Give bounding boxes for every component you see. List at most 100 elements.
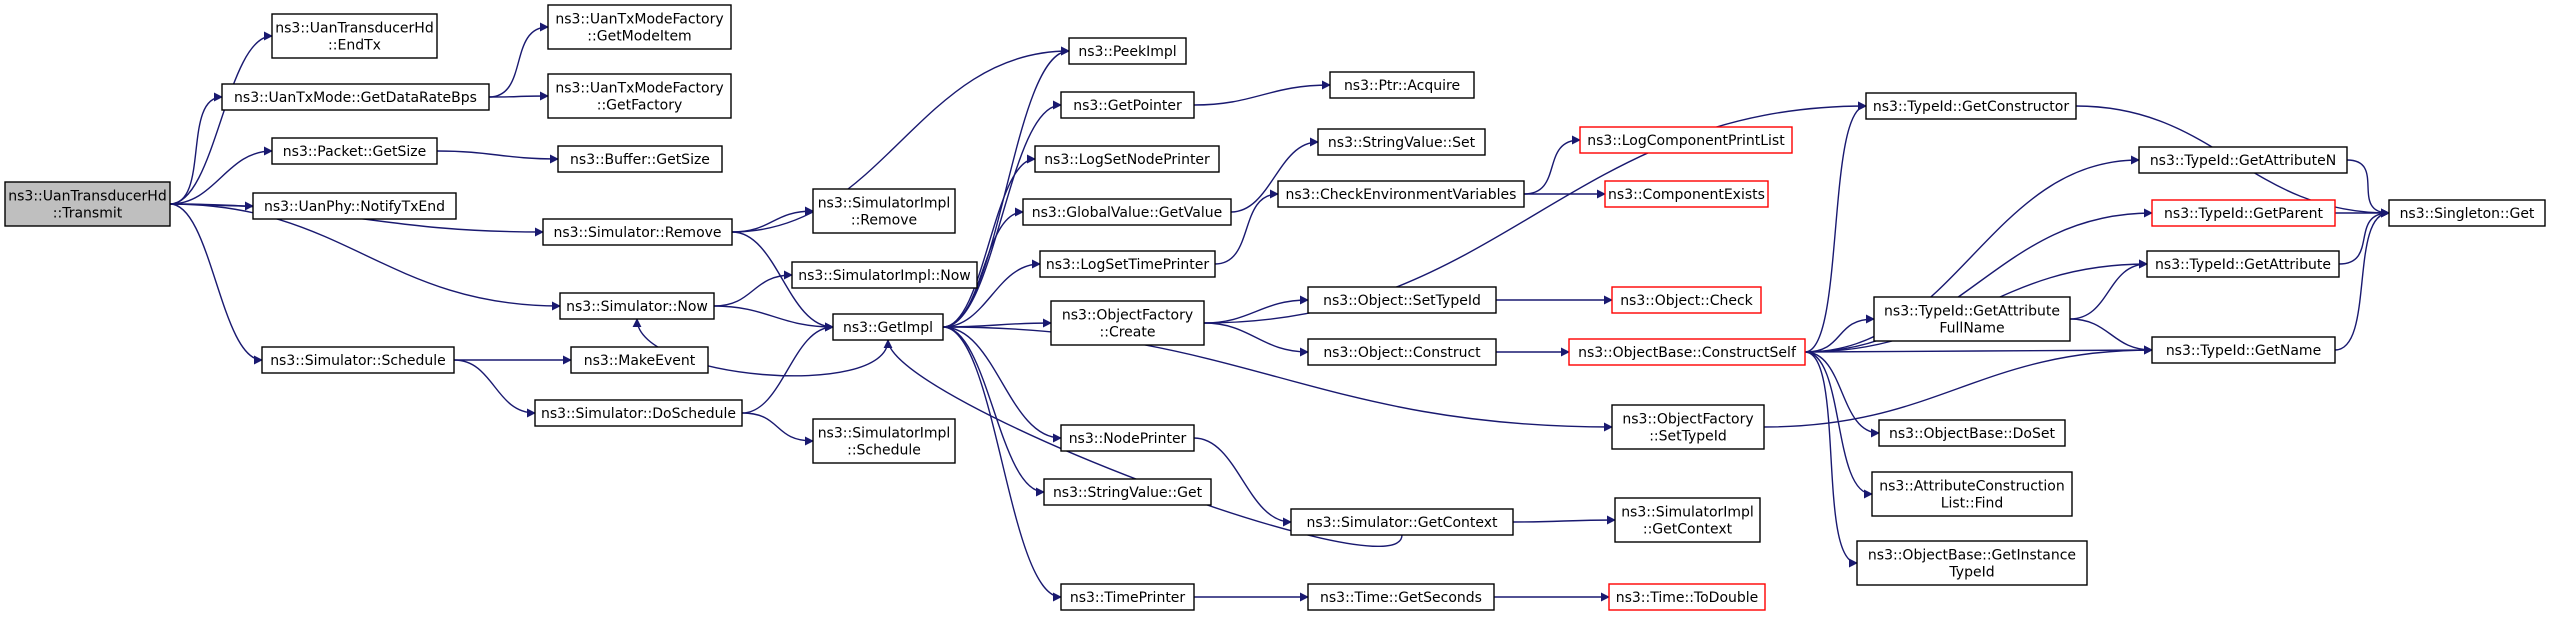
node-doset[interactable]: ns3::ObjectBase::DoSet (1878, 419, 2066, 447)
node-simremove[interactable]: ns3::Simulator::Remove (542, 218, 733, 246)
node-box (1060, 583, 1195, 611)
node-implschedule[interactable]: ns3::SimulatorImpl::Schedule (812, 418, 956, 464)
edge-objfactcreate-to-objsettypeid (1203, 295, 1309, 324)
node-implremove[interactable]: ns3::SimulatorImpl::Remove (812, 188, 956, 234)
edge (713, 270, 793, 307)
edge (1763, 345, 2153, 428)
node-getdatarate[interactable]: ns3::UanTxMode::GetDataRateBps (221, 83, 490, 111)
edge (1203, 322, 1309, 357)
node-box (1608, 583, 1766, 611)
node-box (791, 261, 978, 289)
node-label: ns3::ObjectBase::DoSet (1889, 426, 2055, 442)
edge (1804, 351, 1873, 499)
node-implgetcontext[interactable]: ns3::SimulatorImpl::GetContext (1614, 497, 1761, 543)
node-logsettimeprinter[interactable]: ns3::LogSetTimePrinter (1039, 250, 1216, 278)
node-getfactory[interactable]: ns3::UanTxModeFactory::GetFactory (547, 73, 732, 119)
node-makeevent[interactable]: ns3::MakeEvent (570, 346, 709, 374)
edge (1203, 295, 1309, 324)
node-buffergetsize[interactable]: ns3::Buffer::GetSize (557, 145, 723, 173)
edge (632, 318, 889, 377)
node-getconstructor[interactable]: ns3::TypeId::GetConstructor (1865, 92, 2077, 120)
node-endtx[interactable]: ns3::UanTransducerHd::EndTx (271, 13, 438, 59)
node-box (812, 188, 956, 234)
edge (169, 146, 273, 205)
node-simgetcontext[interactable]: ns3::Simulator::GetContext (1290, 508, 1514, 536)
edge-doschedule-to-getimpl (741, 322, 834, 414)
node-ptracquire[interactable]: ns3::Ptr::Acquire (1329, 71, 1475, 99)
node-getsize[interactable]: ns3::Packet::GetSize (271, 137, 438, 165)
node-label: ns3::Object::Check (1620, 293, 1753, 309)
node-label: ::SetTypeId (1649, 429, 1727, 445)
node-getpointer[interactable]: ns3::GetPointer (1060, 91, 1195, 119)
node-simnow[interactable]: ns3::Simulator::Now (559, 292, 715, 320)
node-stringset[interactable]: ns3::StringValue::Set (1317, 128, 1486, 156)
edge-constructself-to-getinstancetypeid (1804, 351, 1858, 568)
edge (1512, 515, 1616, 525)
node-logsetnodeprinter[interactable]: ns3::LogSetNodePrinter (1034, 145, 1220, 173)
node-peekimpl[interactable]: ns3::PeekImpl (1068, 37, 1187, 65)
node-getattribute[interactable]: ns3::TypeId::GetAttribute (2146, 250, 2340, 278)
node-getattributen[interactable]: ns3::TypeId::GetAttributeN (2138, 146, 2348, 174)
node-checkenv[interactable]: ns3::CheckEnvironmentVariables (1277, 180, 1525, 208)
node-objcheck[interactable]: ns3::Object::Check (1611, 286, 1762, 314)
node-objconstruct[interactable]: ns3::Object::Construct (1307, 338, 1497, 366)
node-timeprinter[interactable]: ns3::TimePrinter (1060, 583, 1195, 611)
node-box (1611, 286, 1762, 314)
node-box (1329, 71, 1475, 99)
edge-constructself-to-getconstructor (1804, 101, 1867, 353)
node-label: ns3::UanTxModeFactory (555, 12, 723, 28)
node-objfactsettypeid[interactable]: ns3::ObjectFactory::SetTypeId (1611, 404, 1765, 450)
node-timegetseconds[interactable]: ns3::Time::GetSeconds (1307, 583, 1495, 611)
node-getimpl[interactable]: ns3::GetImpl (832, 313, 944, 341)
node-stringget[interactable]: ns3::StringValue::Get (1043, 478, 1212, 506)
node-implnow[interactable]: ns3::SimulatorImpl::Now (791, 261, 978, 289)
edge (942, 154, 1036, 328)
node-globalgetvalue[interactable]: ns3::GlobalValue::GetValue (1022, 198, 1232, 226)
edge-logsettimeprinter-to-checkenv (1214, 189, 1279, 265)
node-compexists[interactable]: ns3::ComponentExists (1604, 180, 1769, 208)
node-transmit[interactable]: ns3::UanTransducerHd::Transmit (4, 181, 171, 227)
node-doschedule[interactable]: ns3::Simulator::DoSchedule (534, 399, 743, 427)
node-box (2151, 336, 2336, 364)
node-box (1568, 338, 1806, 366)
node-box (1022, 198, 1232, 226)
node-label: ns3::MakeEvent (584, 353, 696, 369)
edge (169, 92, 223, 205)
node-label: ns3::UanTxMode::GetDataRateBps (234, 90, 477, 106)
node-notifytxend[interactable]: ns3::UanPhy::NotifyTxEnd (252, 192, 457, 220)
node-getmodeitem[interactable]: ns3::UanTxModeFactory::GetModeItem (547, 4, 732, 50)
node-getparent[interactable]: ns3::TypeId::GetParent (2151, 199, 2336, 227)
node-logcompprintlist[interactable]: ns3::LogComponentPrintList (1579, 126, 1793, 154)
node-singletonget[interactable]: ns3::Singleton::Get (2388, 199, 2546, 227)
edge-doschedule-to-implschedule (741, 412, 814, 446)
edge-transmit-to-simnow (169, 203, 561, 311)
node-nodeprinter[interactable]: ns3::NodePrinter (1060, 424, 1195, 452)
edge (1804, 345, 2153, 355)
node-simschedule[interactable]: ns3::Simulator::Schedule (261, 346, 455, 374)
node-todouble[interactable]: ns3::Time::ToDouble (1608, 583, 1766, 611)
edge-objfactsettypeid-to-getname (1763, 345, 2153, 428)
edge-getimpl-to-stringget (942, 326, 1045, 497)
node-objsettypeid[interactable]: ns3::Object::SetTypeId (1307, 286, 1497, 314)
edge (731, 231, 834, 332)
node-getname[interactable]: ns3::TypeId::GetName (2151, 336, 2336, 364)
node-label: ::EndTx (328, 38, 381, 54)
node-constructself[interactable]: ns3::ObjectBase::ConstructSelf (1568, 338, 1806, 366)
node-label: ns3::TypeId::GetParent (2164, 206, 2323, 222)
node-box (1604, 180, 1769, 208)
edge-getimpl-to-logsettimeprinter (942, 259, 1041, 328)
node-label: ns3::SimulatorImpl::Now (798, 268, 971, 284)
node-box (2388, 199, 2546, 227)
node-objfactcreate[interactable]: ns3::ObjectFactory::Create (1050, 300, 1205, 346)
edge (453, 359, 536, 418)
node-label: ::Transmit (53, 206, 123, 222)
node-box (1611, 404, 1765, 450)
edge-getimpl-to-objfactsettypeid (942, 326, 1613, 432)
node-label: ns3::Ptr::Acquire (1344, 78, 1460, 94)
edge-constructself-to-getname (1804, 345, 2153, 355)
node-box (557, 145, 723, 173)
